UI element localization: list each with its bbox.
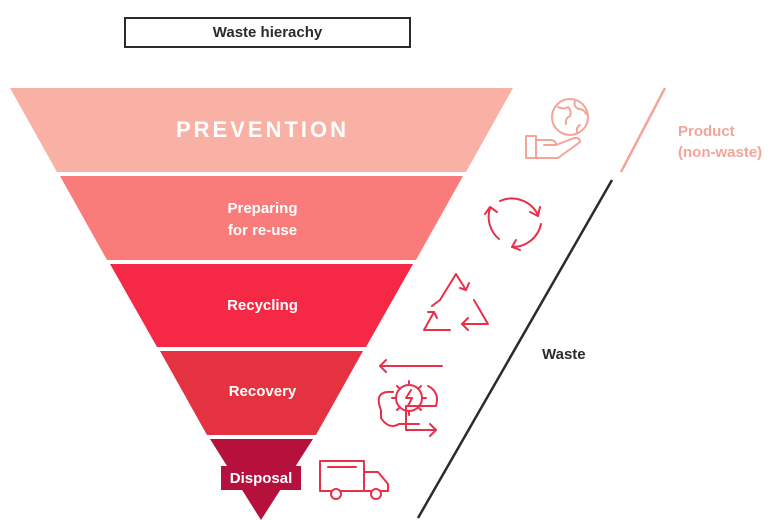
waste-divider-line [416, 179, 614, 519]
globe-in-hand-icon [525, 98, 589, 159]
waste-label: Waste [542, 346, 586, 363]
level-preparing-reuse-line2: for re-use [227, 222, 298, 239]
product-divider-line [619, 87, 667, 173]
product-non-waste-label: Product (non-waste) [678, 121, 762, 163]
diagram-title: Waste hierachy [124, 17, 411, 48]
level-disposal-label: Disposal [221, 466, 301, 490]
band-preparing-reuse [60, 176, 463, 260]
level-preparing-reuse-line1: Preparing [227, 200, 298, 217]
product-label-line2: (non-waste) [678, 144, 763, 161]
diagram-title-text: Waste hierachy [212, 24, 323, 41]
band-recovery [160, 351, 363, 435]
truck-icon [319, 460, 389, 500]
level-recycling-label: Recycling [227, 297, 298, 314]
recycling-triangle-icon [423, 273, 489, 331]
level-prevention-label: PREVENTION [175, 117, 350, 142]
energy-recovery-gear-icon [377, 359, 443, 437]
level-preparing-reuse-label: Preparing for re-use [0, 198, 525, 242]
reuse-arrows-icon [484, 197, 542, 251]
product-label-line1: Product [678, 123, 735, 140]
band-recycling [110, 264, 413, 347]
level-recovery-label: Recovery [228, 383, 297, 400]
band-prevention [10, 88, 513, 172]
